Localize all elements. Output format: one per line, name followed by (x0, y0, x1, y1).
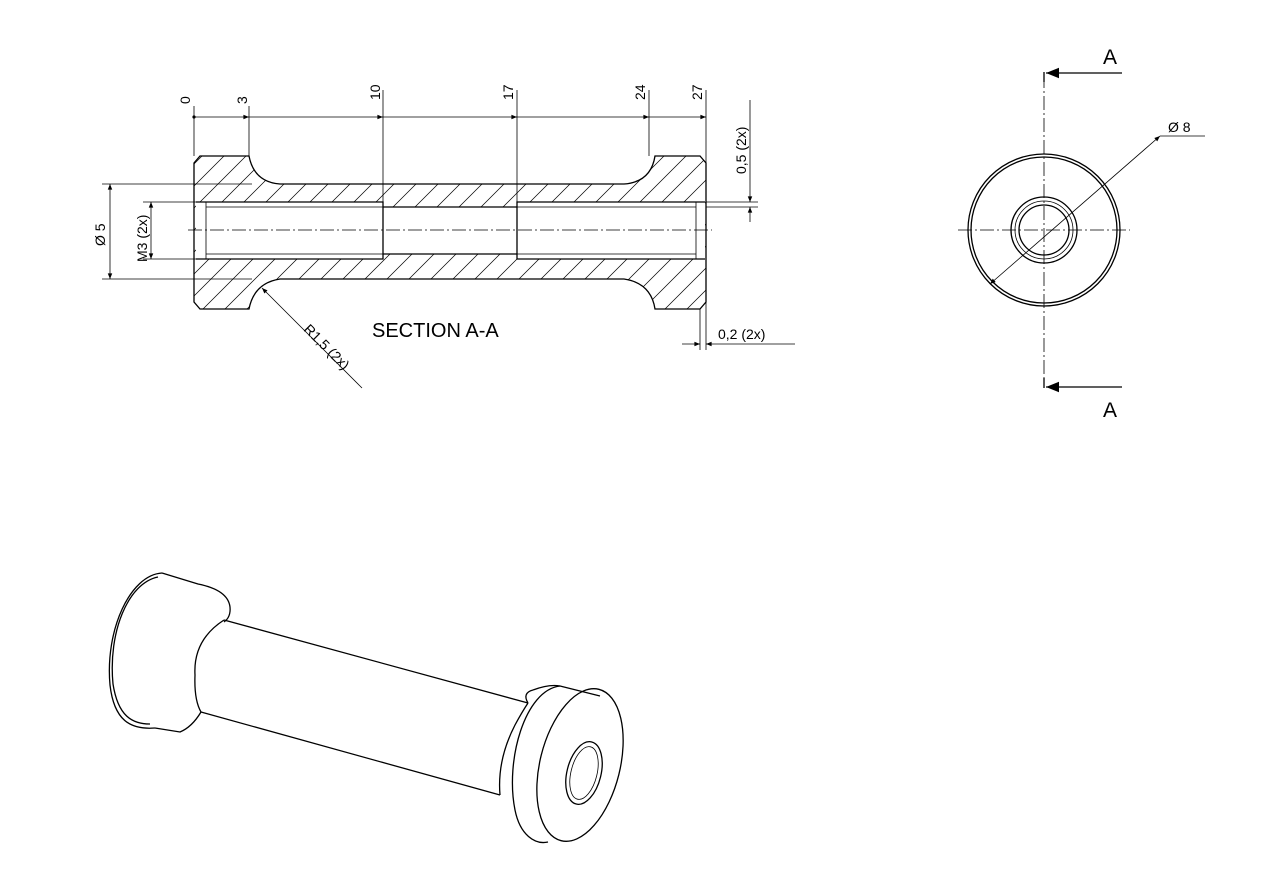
x-dim-0: 0 (177, 96, 193, 104)
section-title: SECTION A-A (372, 320, 499, 342)
right-thread-bore (517, 202, 705, 259)
x-dim-17: 17 (500, 84, 516, 100)
hatch-line (742, 140, 922, 320)
x-dim-27: 27 (689, 84, 705, 100)
x-dim-10: 10 (367, 84, 383, 100)
svg-text:R1,5 (2x): R1,5 (2x) (301, 321, 353, 373)
section-view: 0 3 10 17 24 27 Ø 5 M3 (2x) R1,5 (2x) (92, 84, 966, 389)
iso-hole-inner (569, 746, 599, 800)
section-label-bottom: A (1103, 399, 1117, 422)
left-thread-bore (196, 202, 383, 259)
x-dimension-chain: 0 3 10 17 24 27 (177, 84, 707, 202)
svg-text:0,5 (2x): 0,5 (2x) (733, 127, 749, 174)
end-view: A A Ø 8 (958, 46, 1205, 422)
isometric-view (108, 572, 624, 844)
dim-radius: R1,5 (2x) (261, 287, 363, 389)
dim-diameter-8-line (989, 135, 1161, 285)
dim-chamfer-vertical: 0,5 (2x) (706, 100, 758, 222)
dim-diameter-5: Ø 5 (92, 183, 252, 280)
section-label-top: A (1103, 46, 1117, 69)
svg-text:Ø 5: Ø 5 (92, 223, 108, 246)
hatch-line (631, 156, 706, 309)
hatch-line (764, 140, 944, 320)
hatch-line (194, 156, 263, 309)
right-bore-outline (516, 201, 705, 260)
iso-hole-outer (565, 741, 603, 805)
svg-text:M3 (2x): M3 (2x) (134, 215, 150, 262)
center-through-hole (383, 207, 517, 254)
x-dim-3: 3 (234, 96, 250, 104)
hatch-line (697, 156, 706, 309)
hatch-line (194, 156, 241, 309)
dim-diameter-8: Ø 8 (1168, 119, 1191, 135)
dim-thread-m3: M3 (2x) (134, 201, 196, 262)
x-dim-24: 24 (632, 84, 648, 100)
right-end-face (536, 688, 624, 842)
dim-chamfer-horizontal: 0,2 (2x) (682, 302, 795, 350)
hatch-line (786, 140, 966, 320)
svg-text:0,2 (2x): 0,2 (2x) (718, 326, 765, 342)
hatch-line (653, 156, 706, 309)
left-bore-outline (196, 201, 384, 260)
